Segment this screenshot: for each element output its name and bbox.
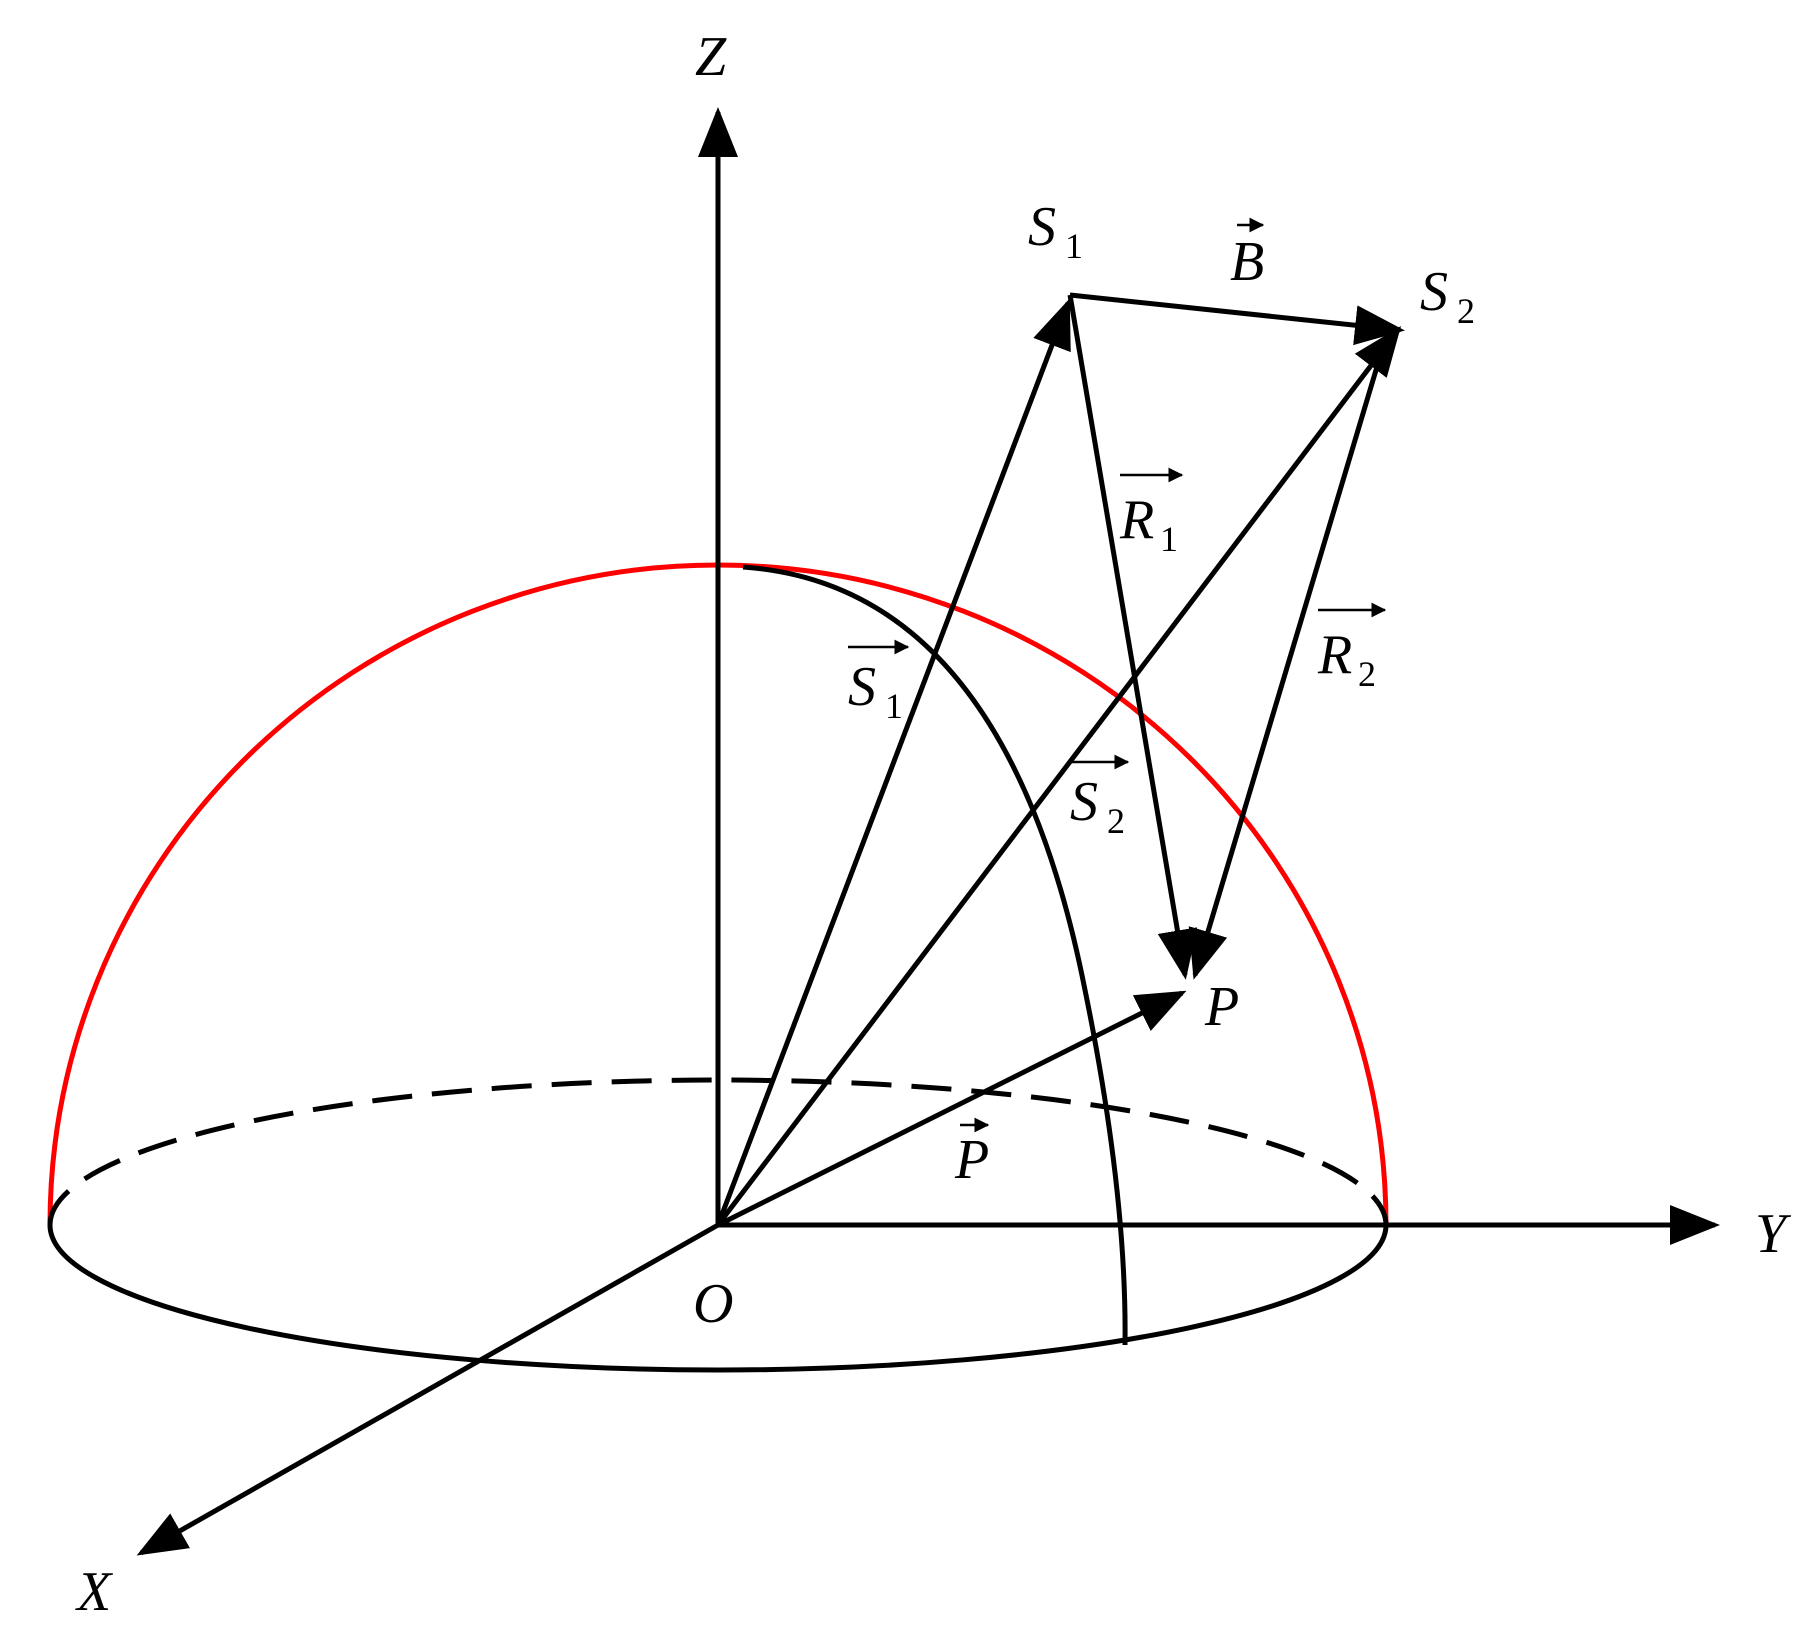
x-axis	[136, 1222, 720, 1556]
point-s2-label: S 2	[1420, 261, 1475, 331]
svg-text:S: S	[848, 656, 876, 718]
svg-text:B: B	[1230, 231, 1264, 293]
svg-text:S: S	[1028, 196, 1056, 258]
y-axis-label: Y	[1755, 1203, 1792, 1265]
svg-text:2: 2	[1358, 654, 1376, 694]
vector-s1-arrow	[715, 298, 1071, 1226]
svg-text:1: 1	[885, 686, 903, 726]
svg-text:2: 2	[1457, 291, 1475, 331]
base-ellipse-back	[47, 1077, 1389, 1226]
svg-text:1: 1	[1065, 226, 1083, 266]
vector-s2-label: S 2	[1070, 754, 1130, 841]
vector-b-label: B	[1230, 217, 1265, 293]
point-s1-label: S 1	[1028, 196, 1083, 266]
point-p-label: P	[1204, 976, 1239, 1038]
origin-label: O	[693, 1273, 733, 1335]
vector-r2-arrow	[1188, 339, 1388, 980]
svg-text:S: S	[1420, 261, 1448, 323]
svg-text:1: 1	[1160, 519, 1178, 559]
svg-text:R: R	[1119, 489, 1154, 551]
vector-s1-label: S 1	[848, 639, 910, 726]
base-ellipse-front	[47, 1224, 1389, 1373]
vector-r2-label: R 2	[1317, 602, 1387, 694]
vector-b-arrow	[1069, 292, 1405, 346]
meridian-arc	[742, 564, 1128, 1346]
x-axis-label: X	[75, 1561, 114, 1623]
svg-text:2: 2	[1107, 801, 1125, 841]
vector-p-arrow	[716, 990, 1187, 1228]
vector-s2-arrow	[716, 326, 1402, 1227]
z-axis-label: Z	[695, 26, 727, 88]
vector-r1-label: R 1	[1119, 467, 1184, 559]
vector-r1-arrow	[1067, 294, 1198, 980]
svg-text:S: S	[1070, 771, 1098, 833]
vector-p-label: P	[954, 1117, 990, 1191]
svg-text:P: P	[954, 1129, 989, 1191]
svg-text:R: R	[1317, 624, 1352, 686]
